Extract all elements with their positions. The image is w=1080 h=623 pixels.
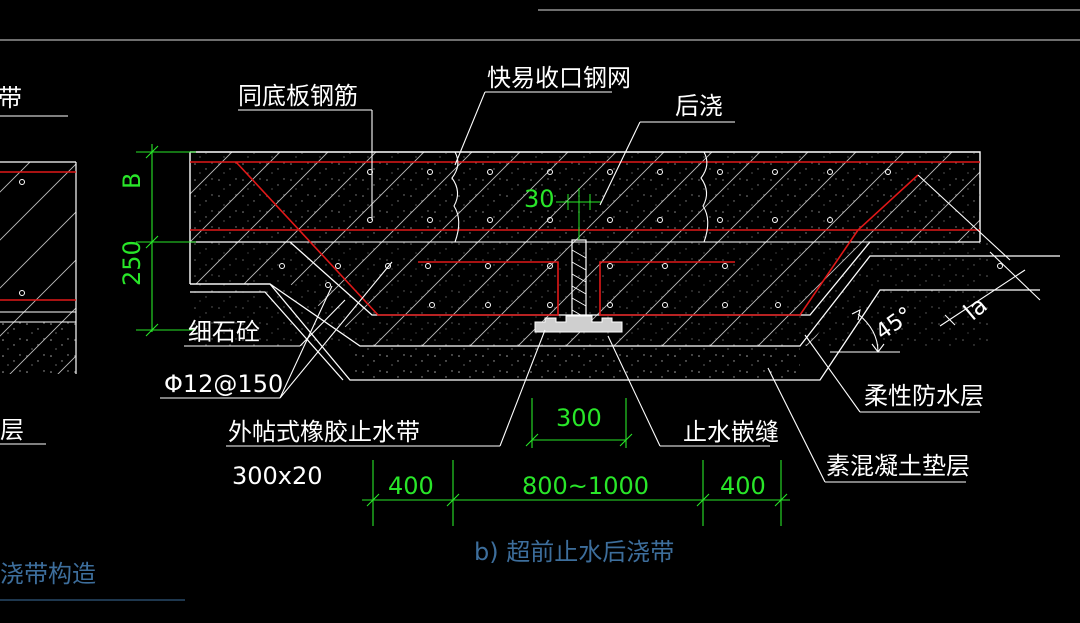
bottom-layers — [190, 241, 1060, 381]
horizontal-dimensions — [362, 398, 790, 526]
dim-30: 30 — [524, 185, 555, 213]
caption-main: b) 超前止水后浇带 — [474, 538, 674, 566]
caption-left-partial: 浇带构造 — [0, 560, 96, 588]
label-fine-gravel: 细石砼 — [188, 318, 260, 346]
label-same-bottom-rebar: 同底板钢筋 — [238, 82, 358, 110]
left-partial-section — [0, 115, 185, 601]
label-waterstop-size: 300x20 — [232, 462, 323, 490]
dim-250: 250 — [118, 240, 146, 286]
label-plain-concrete-cushion: 素混凝土垫层 — [826, 452, 970, 480]
dim-right-400: 400 — [720, 472, 766, 500]
label-flexible-waterproof: 柔性防水层 — [864, 382, 984, 410]
leader-lines — [160, 91, 980, 483]
rebar-lines — [190, 161, 980, 316]
vertical-dimensions — [136, 144, 196, 337]
slab-body — [189, 151, 990, 347]
label-external-waterstop: 外帖式橡胶止水带 — [228, 418, 420, 446]
label-joint-sealant: 止水嵌缝 — [683, 418, 779, 446]
center-waterstop — [534, 188, 623, 333]
cushion-speckle — [355, 347, 800, 379]
dim-b: B — [118, 173, 146, 189]
dim-800-1000: 800~1000 — [522, 472, 649, 500]
dim-left-400: 400 — [388, 472, 434, 500]
label-left-fragment-mid: 层 — [0, 416, 24, 444]
label-quick-mesh: 快易收口钢网 — [487, 64, 631, 92]
label-rebar-spec: Φ12@150 — [164, 370, 283, 398]
mesh-joints — [451, 151, 709, 243]
label-post-pour: 后浇 — [675, 92, 723, 120]
dim-300: 300 — [556, 404, 602, 432]
label-left-fragment-top: 带 — [0, 84, 22, 112]
angle-dimension — [830, 174, 1041, 353]
